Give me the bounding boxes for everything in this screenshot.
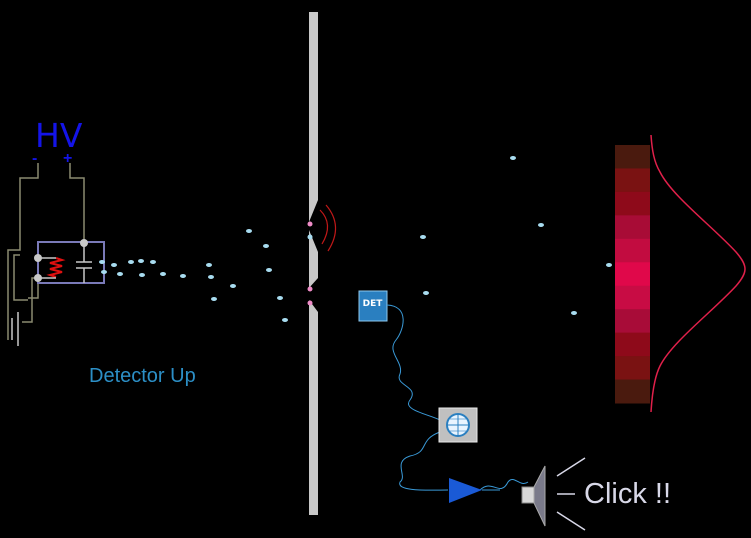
scope-cable — [399, 431, 449, 491]
oscilloscope-icon — [438, 407, 478, 443]
detector-label: DET — [362, 299, 383, 309]
detector-cable — [386, 304, 441, 421]
electron — [282, 318, 288, 322]
electron — [230, 284, 236, 288]
detection-screen — [615, 145, 650, 404]
electron — [263, 244, 269, 248]
resistor-icon — [46, 257, 66, 278]
electron — [246, 229, 252, 233]
electron — [571, 311, 577, 315]
electron — [99, 260, 105, 264]
electron — [150, 260, 156, 264]
electron — [180, 274, 186, 278]
electron — [117, 272, 123, 276]
electron — [138, 259, 144, 263]
slit-marker — [307, 286, 313, 292]
terminal-node — [80, 239, 88, 247]
electron — [111, 263, 117, 267]
battery-icon — [11, 312, 19, 346]
screen-band — [615, 379, 650, 404]
screen-band — [615, 191, 650, 216]
screen-band — [615, 168, 650, 193]
slit-marker — [307, 234, 313, 240]
hv-minus-sign: - — [32, 150, 38, 167]
electron — [139, 273, 145, 277]
electron — [538, 223, 544, 227]
screen-band — [615, 285, 650, 310]
electron — [423, 291, 429, 295]
terminal-node — [34, 254, 42, 262]
detector-status: Detector Up — [89, 365, 196, 387]
electron — [128, 260, 134, 264]
capacitor-icon — [76, 243, 92, 283]
screen-band — [615, 309, 650, 334]
sound-lines — [556, 457, 586, 531]
screen-band — [615, 332, 650, 357]
emission-arcs — [319, 204, 337, 252]
electron — [606, 263, 612, 267]
hv-plus-sign: + — [63, 150, 73, 167]
hv-label: HV — [35, 116, 83, 155]
electron — [266, 268, 272, 272]
terminal-node — [34, 274, 42, 282]
screen-band — [615, 145, 650, 169]
intensity-curve — [650, 134, 746, 413]
amplifier-icon — [449, 478, 482, 503]
electron — [211, 297, 217, 301]
slit-marker — [307, 300, 313, 306]
screen-band — [615, 356, 650, 381]
electron-group — [99, 156, 612, 322]
electron — [510, 156, 516, 160]
slit-barrier — [309, 12, 318, 515]
electron — [160, 272, 166, 276]
electron — [277, 296, 283, 300]
detector-box-icon — [358, 290, 388, 322]
hv-circuit — [7, 163, 85, 340]
emitter-box — [37, 241, 105, 284]
screen-band — [615, 238, 650, 263]
electron — [420, 235, 426, 239]
screen-band — [615, 262, 650, 287]
electron — [208, 275, 214, 279]
electron — [101, 270, 107, 274]
screen-band — [615, 215, 650, 240]
speaker-icon — [521, 465, 546, 527]
electron — [206, 263, 212, 267]
slit-marker — [307, 221, 313, 227]
click-label: Click !! — [584, 478, 671, 510]
speaker-cable — [479, 478, 529, 491]
